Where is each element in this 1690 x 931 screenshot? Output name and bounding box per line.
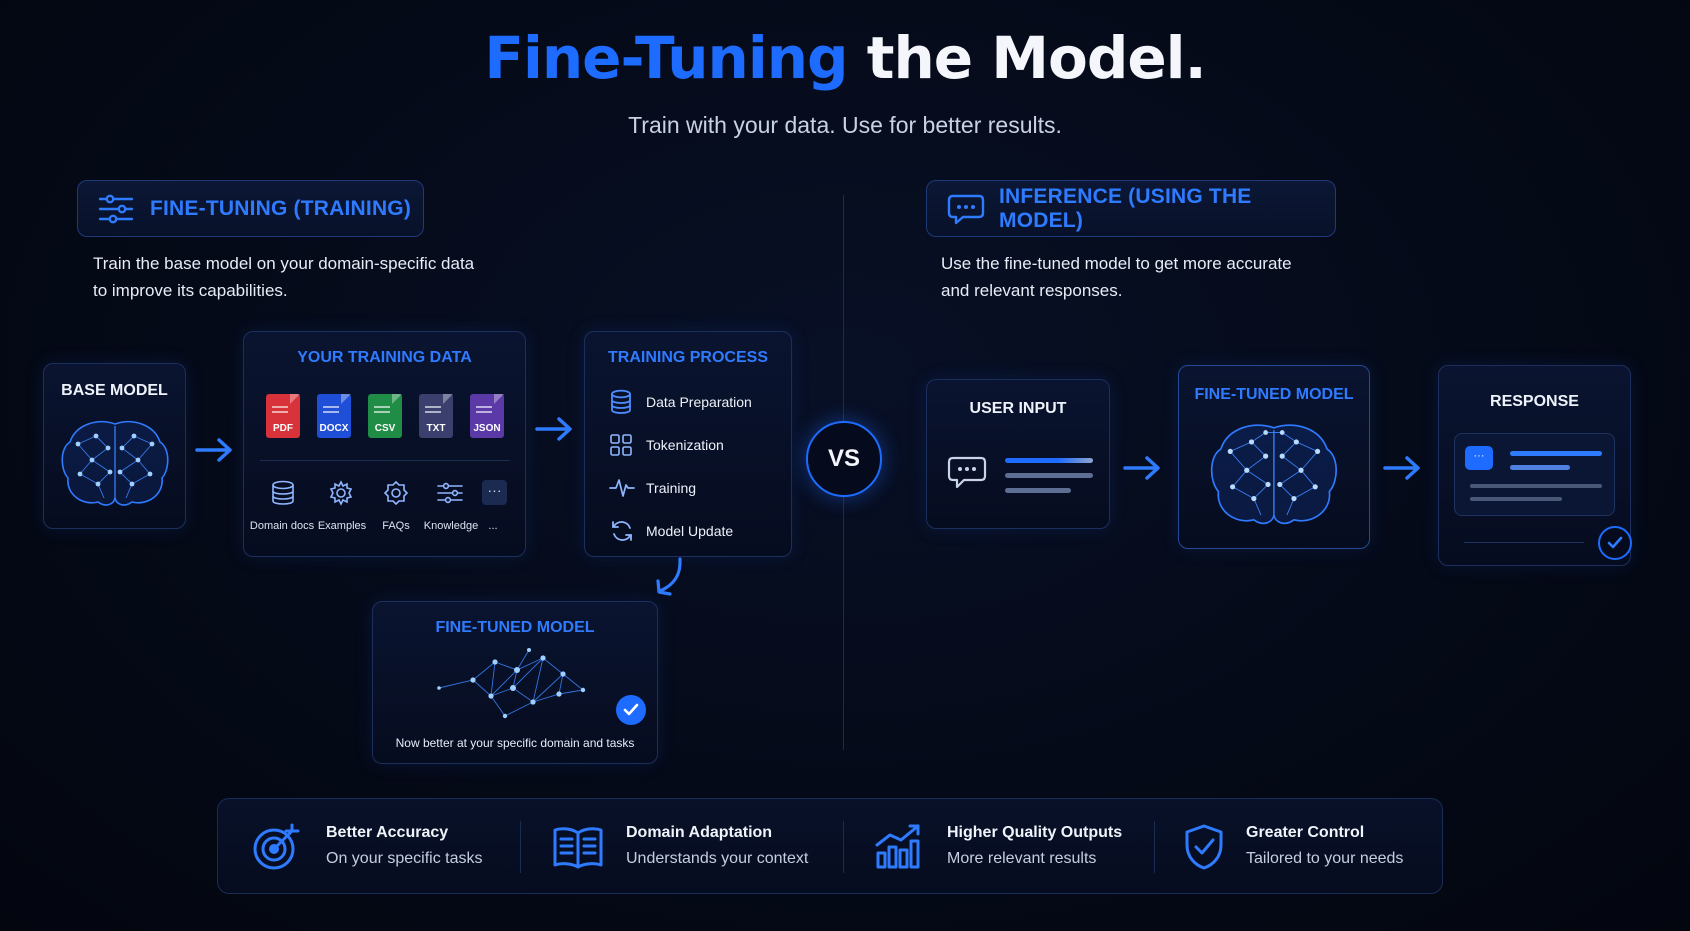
brain-icon: [1210, 424, 1337, 525]
title-rest: the Model.: [866, 24, 1207, 92]
benefit-subtitle: On your specific tasks: [326, 850, 483, 867]
inference-description: Use the fine-tuned model to get more acc…: [941, 250, 1361, 304]
benefit-divider: [843, 821, 844, 873]
inference-section-label: INFERENCE (USING THE MODEL): [999, 184, 1252, 232]
response-chat-icon: ···: [1465, 446, 1493, 470]
benefit-title: Higher Quality Outputs: [947, 824, 1123, 841]
data-divider: [260, 460, 510, 461]
benefit-title: Greater Control: [1246, 824, 1365, 841]
response-card: RESPONSE ···: [1438, 365, 1632, 566]
txt-file-icon: TXT: [419, 394, 453, 438]
arrow-right-icon: [195, 438, 232, 462]
source-label: Knowledge: [423, 520, 479, 532]
response-title: RESPONSE: [1490, 393, 1579, 410]
training-process-card: TRAINING PROCESS Data Preparation Tokeni…: [584, 331, 792, 557]
cog-icon: [383, 480, 409, 506]
arrow-right-icon: [535, 417, 572, 441]
docx-file-icon: DOCX: [317, 394, 351, 438]
csv-file-icon: CSV: [368, 394, 402, 438]
training-data-card: YOUR TRAINING DATA PDF DOCX CSV TXT JSON…: [243, 331, 526, 557]
chat-bubble-icon: [947, 193, 985, 225]
benefit-divider: [520, 821, 521, 873]
benefit-subtitle: Tailored to your needs: [1246, 850, 1404, 867]
refresh-icon: [612, 521, 632, 541]
benefit-subtitle: Understands your context: [626, 850, 809, 867]
inference-description-line: Use the fine-tuned model to get more acc…: [941, 254, 1292, 273]
text-line: [1470, 484, 1602, 488]
pulse-icon: [609, 479, 635, 497]
benefit-title: Better Accuracy: [326, 824, 449, 841]
base-model-card: BASE MODEL: [43, 363, 186, 529]
json-file-icon: JSON: [470, 394, 504, 438]
database-icon: [611, 389, 631, 414]
shield-check-icon: [1185, 824, 1223, 870]
book-icon: [553, 827, 603, 869]
training-section-label: FINE-TUNING (TRAINING): [150, 196, 412, 220]
vs-badge: VS: [806, 421, 882, 497]
training-description: Train the base model on your domain-spec…: [93, 250, 513, 304]
pdf-file-icon: PDF: [266, 394, 300, 438]
gear-icon: [329, 480, 353, 506]
training-section-header: FINE-TUNING (TRAINING): [77, 180, 424, 237]
response-divider: [1464, 542, 1584, 543]
text-line: [1470, 497, 1562, 501]
training-data-title: YOUR TRAINING DATA: [297, 349, 472, 366]
benefit-subtitle: More relevant results: [947, 850, 1097, 867]
chat-bubble-icon: [947, 456, 987, 489]
curved-arrow-icon: [656, 557, 682, 596]
source-label: Examples: [317, 520, 367, 532]
page-title: Fine-Tuning the Model.: [0, 24, 1690, 92]
title-accent: Fine-Tuning: [484, 24, 848, 92]
arrow-right-icon: [1383, 456, 1420, 480]
fine-tuned-caption: Now better at your specific domain and t…: [395, 736, 635, 750]
source-label: FAQs: [382, 520, 410, 532]
text-line: [1005, 473, 1093, 478]
fine-tuned-model-title: FINE-TUNED MODEL: [1194, 386, 1354, 403]
fine-tuned-output-card: FINE-TUNED MODEL Now better at your spec…: [372, 601, 658, 764]
check-icon: [616, 695, 646, 725]
process-step-label: Model Update: [646, 523, 734, 539]
bar-chart-icon: [875, 824, 920, 869]
arrow-right-icon: [1123, 456, 1160, 480]
inference-description-line: and relevant responses.: [941, 281, 1123, 300]
process-step-label: Data Preparation: [646, 394, 752, 410]
training-process-title: TRAINING PROCESS: [607, 349, 768, 366]
benefit-divider: [1154, 821, 1155, 873]
inference-section-header: INFERENCE (USING THE MODEL): [926, 180, 1336, 237]
page-subtitle: Train with your data. Use for better res…: [628, 112, 1062, 138]
text-line: [1005, 488, 1071, 493]
sliders-icon: [437, 482, 463, 504]
target-icon: [253, 823, 300, 870]
training-description-line: to improve its capabilities.: [93, 281, 288, 300]
fine-tuned-model-card: FINE-TUNED MODEL: [1178, 365, 1370, 549]
more-icon: ···: [482, 480, 507, 505]
source-label: ...: [488, 520, 498, 532]
process-step-label: Tokenization: [646, 437, 724, 453]
sliders-icon: [98, 194, 134, 224]
source-label: Domain docs: [249, 520, 315, 532]
training-description-line: Train the base model on your domain-spec…: [93, 254, 475, 273]
user-input-title: USER INPUT: [969, 400, 1067, 417]
process-step-label: Training: [646, 480, 697, 496]
database-icon: [272, 480, 294, 505]
grid-icon: [610, 434, 632, 456]
brain-icon: [61, 420, 169, 506]
benefit-title: Domain Adaptation: [626, 824, 773, 841]
check-circle-icon: [1598, 526, 1632, 560]
fine-tuned-output-title: FINE-TUNED MODEL: [435, 619, 595, 636]
text-line: [1510, 451, 1602, 456]
text-line: [1005, 458, 1093, 463]
text-line: [1510, 465, 1570, 470]
benefits-bar: Better Accuracy On your specific tasks D…: [217, 798, 1443, 894]
response-bubble: ···: [1454, 433, 1615, 516]
network-icon: [437, 648, 586, 719]
base-model-title: BASE MODEL: [61, 382, 168, 399]
user-input-card: USER INPUT: [926, 379, 1110, 529]
